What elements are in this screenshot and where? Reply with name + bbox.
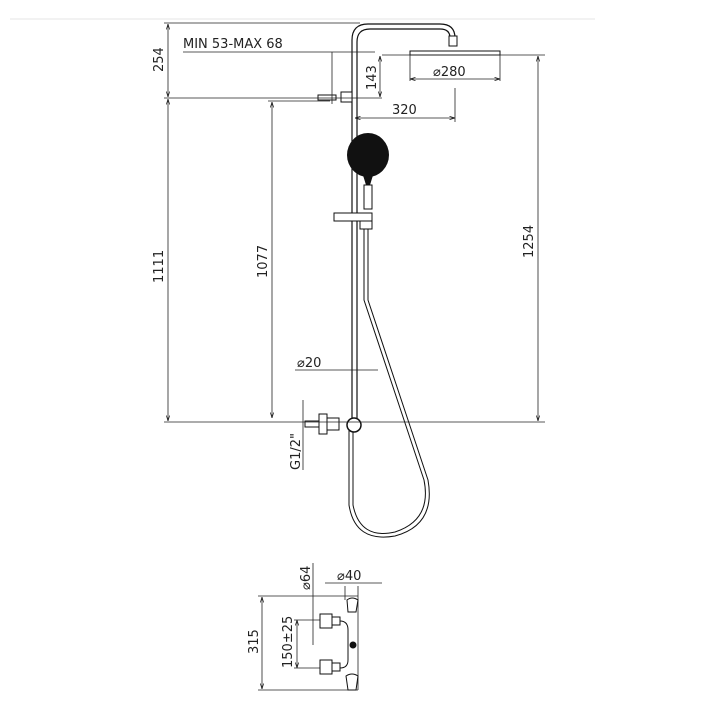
dim-143-label: 143 bbox=[365, 65, 380, 90]
dim-315-label: 315 bbox=[247, 629, 262, 654]
dim-320-label: 320 bbox=[392, 103, 417, 118]
dim-254-label: 254 bbox=[152, 47, 167, 72]
dim-64-label: ⌀64 bbox=[299, 566, 314, 590]
dim-280-label: ⌀280 bbox=[433, 65, 466, 80]
dim-150-label: 150±25 bbox=[281, 616, 296, 668]
mixer-detail: 315 ⌀64 ⌀40 150±25 bbox=[247, 563, 382, 691]
wall-bracket-top bbox=[340, 91, 353, 103]
slider-holder bbox=[333, 212, 373, 222]
rain-shower-head bbox=[409, 50, 501, 56]
dim-thread-label: G1/2" bbox=[289, 433, 304, 470]
dim-1254-label: 1254 bbox=[522, 225, 537, 258]
dim-min-max-label: MIN 53-MAX 68 bbox=[183, 37, 283, 52]
hand-shower-head bbox=[347, 133, 389, 177]
water-inlet bbox=[304, 413, 362, 435]
dim-1077-label: 1077 bbox=[256, 245, 271, 278]
shower-hose bbox=[352, 229, 426, 534]
dim-40-label: ⌀40 bbox=[337, 569, 361, 584]
shower-column bbox=[304, 23, 501, 538]
dim-20-label: ⌀20 bbox=[297, 356, 321, 371]
extension-lines bbox=[164, 22, 545, 423]
hand-shower-handle bbox=[363, 184, 373, 210]
dim-1111-label: 1111 bbox=[152, 250, 167, 283]
